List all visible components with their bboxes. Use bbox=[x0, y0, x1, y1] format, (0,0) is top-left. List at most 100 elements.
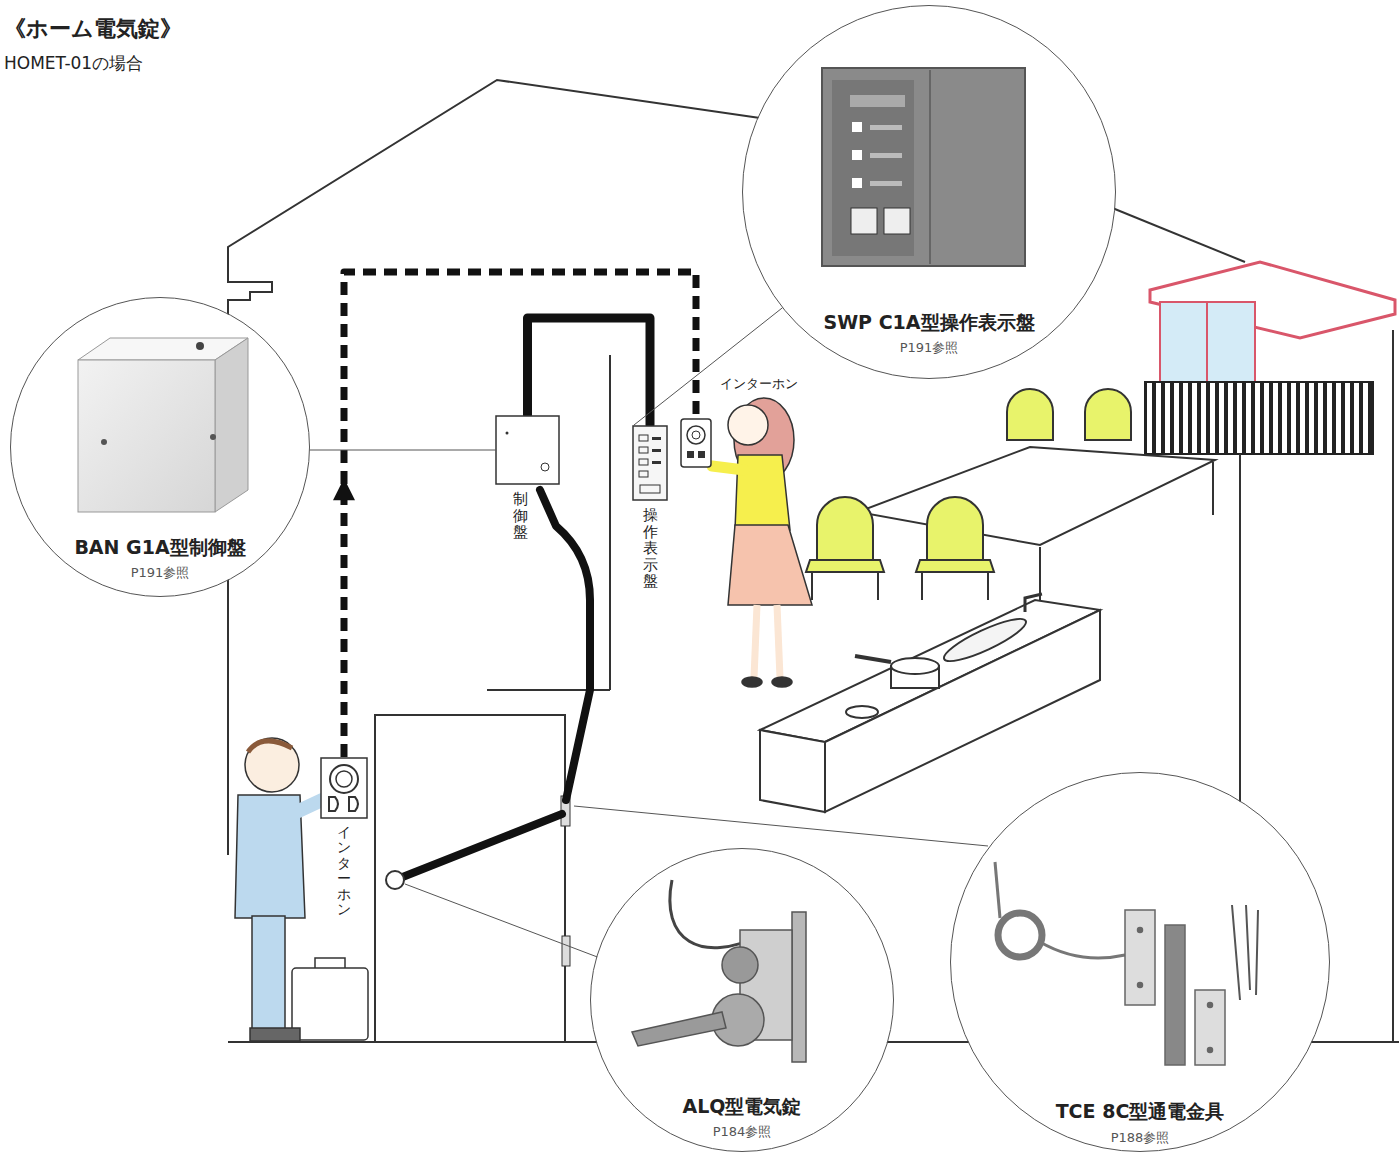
door-knob bbox=[386, 871, 404, 889]
dining-set bbox=[817, 497, 873, 560]
kitchen-counter bbox=[1025, 594, 1042, 612]
hinge-photo bbox=[1138, 983, 1143, 988]
hinge-photo bbox=[1232, 905, 1258, 1000]
balcony-building bbox=[1160, 302, 1255, 382]
page-reference: P191参照 bbox=[900, 339, 959, 357]
dining-set bbox=[806, 389, 1215, 600]
dining-set bbox=[987, 572, 989, 600]
control-box-photo bbox=[215, 338, 248, 512]
indoor-intercom-shape bbox=[687, 451, 694, 458]
hinge-photo bbox=[1040, 942, 1125, 958]
kitchen-counter bbox=[940, 612, 1030, 668]
panel-photo bbox=[822, 68, 1025, 266]
leader-line bbox=[405, 884, 600, 958]
operation-panel-shape bbox=[639, 447, 648, 453]
panel-photo bbox=[852, 178, 862, 188]
balcony-building bbox=[1206, 302, 1208, 382]
operation-panel: 操作表示盤 bbox=[632, 425, 668, 590]
resident-figure bbox=[742, 677, 762, 687]
lock-photo bbox=[722, 947, 758, 983]
visitor-figure bbox=[235, 738, 368, 1041]
dining-set bbox=[927, 497, 983, 560]
dining-set bbox=[1212, 462, 1214, 515]
callout-disc bbox=[743, 6, 1115, 378]
house-outline bbox=[609, 355, 611, 690]
indoor-intercom-shape bbox=[680, 418, 712, 468]
door-intercom-shape bbox=[330, 765, 358, 793]
panel-photo bbox=[870, 125, 902, 130]
hinge-photo bbox=[995, 862, 1258, 1065]
operation-panel-shape bbox=[639, 459, 648, 465]
door-intercom: インターホン bbox=[320, 757, 368, 917]
panel-photo bbox=[822, 68, 1025, 266]
visitor-figure bbox=[250, 1028, 300, 1041]
door-intercom-shape bbox=[321, 758, 367, 818]
balcony-building bbox=[1145, 382, 1373, 454]
hinge-photo bbox=[1165, 925, 1185, 1065]
dining-set bbox=[858, 447, 1215, 545]
control-wire bbox=[528, 318, 651, 425]
panel-photo bbox=[884, 208, 910, 234]
page-reference: P184参照 bbox=[713, 1123, 772, 1141]
part-name: ALQ型電気錠 bbox=[683, 1094, 802, 1120]
resident-figure bbox=[772, 677, 792, 687]
callout-disc bbox=[591, 849, 893, 1151]
panel-photo bbox=[850, 95, 905, 107]
dining-set bbox=[1085, 389, 1131, 440]
callout-disc bbox=[11, 6, 1329, 1151]
operation-panel-shape bbox=[639, 471, 648, 477]
visitor-figure bbox=[252, 916, 285, 1030]
panel-photo bbox=[852, 150, 862, 160]
kitchen-counter bbox=[760, 730, 825, 812]
page-reference: P188参照 bbox=[1111, 1129, 1170, 1147]
dining-set bbox=[921, 572, 923, 600]
hinge-photo bbox=[1208, 1048, 1213, 1053]
door-intercom-shape bbox=[336, 771, 352, 787]
dining-set bbox=[1007, 389, 1053, 440]
control-box-shape bbox=[496, 416, 559, 484]
page-reference: P191参照 bbox=[131, 564, 190, 582]
control-box: 制御盤 bbox=[495, 415, 560, 541]
operation-panel-shape bbox=[640, 485, 660, 493]
intercom-call-line bbox=[344, 272, 696, 757]
kitchen-counter bbox=[846, 706, 878, 718]
hinge-photo bbox=[1208, 1003, 1213, 1008]
callout-circle: SWP C1A型操作表示盤P191参照 bbox=[742, 5, 1116, 379]
panel-photo bbox=[852, 122, 862, 132]
operation-panel-shape bbox=[652, 461, 661, 464]
visitor-figure bbox=[290, 800, 322, 815]
visitor-figure bbox=[292, 968, 368, 1040]
visitor-figure bbox=[248, 741, 292, 752]
control-box-shape bbox=[495, 415, 560, 485]
control-box-photo bbox=[196, 342, 204, 350]
control-box-shape bbox=[541, 463, 549, 471]
dining-set bbox=[1039, 547, 1041, 600]
kitchen-counter bbox=[891, 658, 939, 674]
door-intercom-shape bbox=[349, 797, 358, 811]
house-outline bbox=[1105, 205, 1245, 262]
hinge-photo bbox=[1125, 910, 1155, 1005]
dining-set bbox=[811, 572, 813, 600]
lock-wiring bbox=[395, 814, 562, 880]
panel-photo bbox=[870, 153, 902, 158]
operation-panel-shape bbox=[652, 437, 661, 440]
resident-figure bbox=[777, 605, 780, 678]
door-intercom-shape bbox=[320, 757, 368, 819]
leader-line bbox=[310, 450, 495, 451]
resident-figure bbox=[712, 466, 744, 470]
indoor-intercom-shape bbox=[692, 431, 700, 439]
part-label: 制御盤 bbox=[513, 491, 528, 541]
control-box-photo bbox=[78, 360, 215, 512]
indoor-intercom: インターホン bbox=[680, 375, 798, 468]
arrow-head bbox=[333, 478, 355, 500]
operation-panel-shape bbox=[632, 425, 668, 501]
part-name: BAN G1A型制御盤 bbox=[74, 535, 245, 561]
resident-figure bbox=[712, 398, 812, 687]
callout-disc bbox=[11, 298, 309, 596]
operation-panel-shape bbox=[632, 425, 668, 501]
control-box-photo bbox=[210, 434, 216, 440]
door bbox=[375, 715, 565, 1042]
